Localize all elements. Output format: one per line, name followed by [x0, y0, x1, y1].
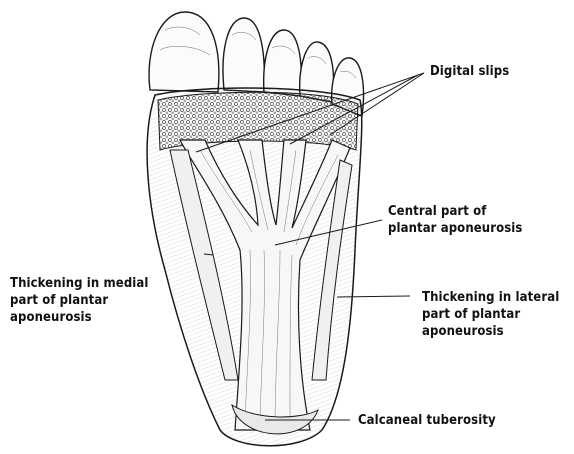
label-central-part: Central part of plantar aponeurosis	[388, 203, 522, 237]
label-digital-slips: Digital slips	[430, 63, 509, 80]
third-toe	[264, 30, 302, 96]
label-lateral-thickening: Thickening in lateral part of plantar ap…	[422, 289, 559, 340]
big-toe	[149, 12, 219, 92]
label-medial-thickening: Thickening in medial part of plantar apo…	[10, 275, 149, 326]
second-toe	[223, 18, 264, 92]
label-calcaneal-tuberosity: Calcaneal tuberosity	[358, 412, 496, 429]
